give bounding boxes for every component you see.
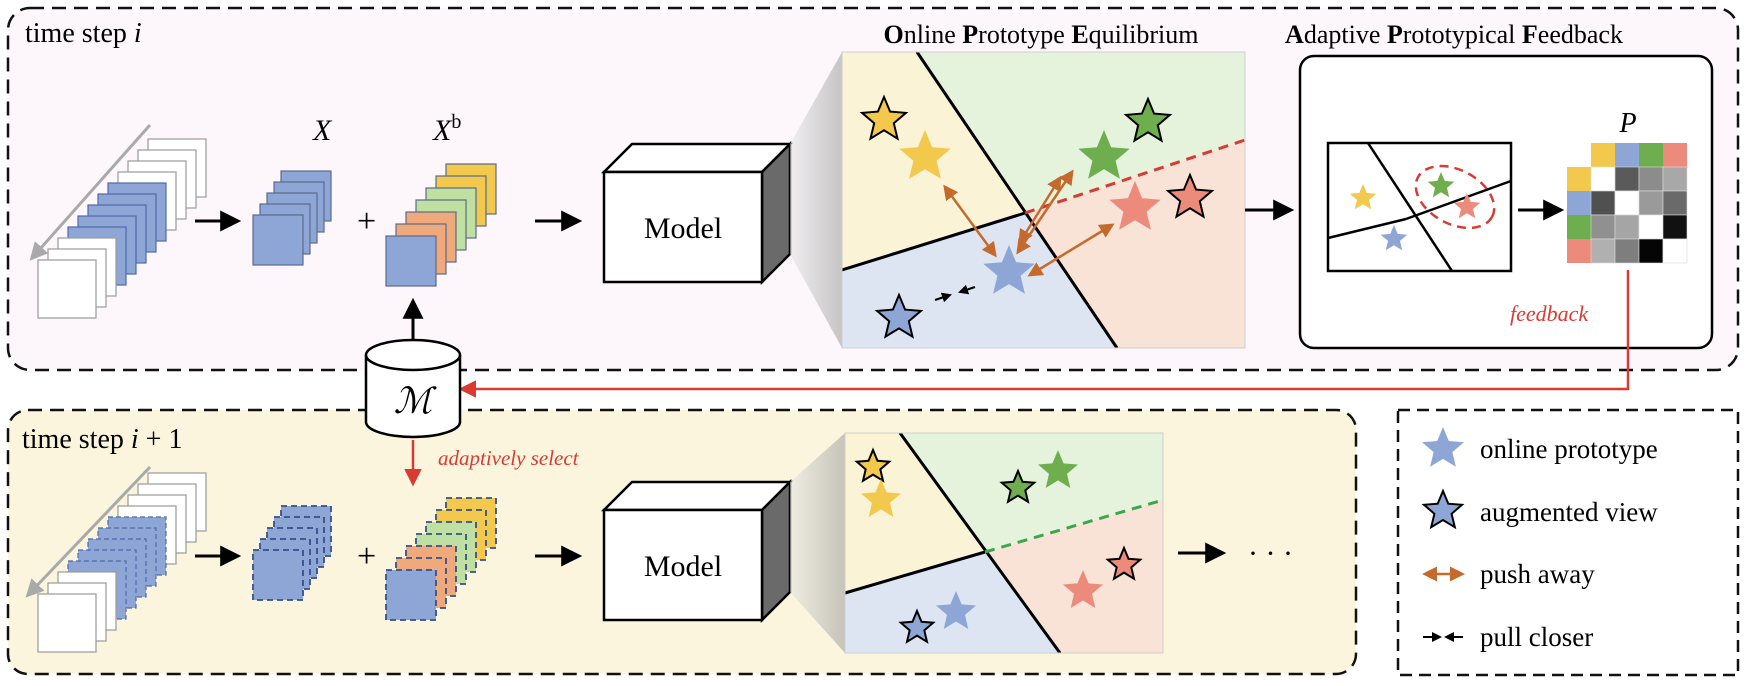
legend-frame	[1396, 408, 1740, 677]
heatmap-col-swatch	[1639, 143, 1663, 167]
ope-star-yellow-aug	[859, 94, 909, 141]
heatmap-cell	[1614, 166, 1640, 192]
xb-sample	[385, 235, 437, 287]
heatmap-cell	[1638, 166, 1664, 192]
pull-arrow-b	[958, 284, 976, 295]
bottom-xb-stack	[385, 497, 497, 621]
top-xb-label: Xb	[432, 111, 461, 147]
heatmap-cell	[1638, 214, 1664, 240]
xb-sample	[385, 569, 437, 621]
bottom-model-box: Model	[600, 478, 794, 624]
legend-online-prototype: online prototype	[1480, 434, 1658, 464]
heatmap-row-swatch	[1567, 167, 1591, 191]
bottom-stream-gray-arrow	[25, 465, 152, 598]
bottom-time-step-label: time step i + 1	[22, 424, 182, 455]
stream-frame	[37, 593, 97, 653]
top-input-stream	[37, 138, 207, 319]
feedback-arrow	[458, 270, 1630, 398]
ope-star-blue-aug	[874, 292, 924, 339]
bottom-zoom-projection	[790, 433, 845, 653]
heatmap-cell	[1590, 238, 1616, 264]
heatmap-row-swatch	[1567, 191, 1591, 215]
top-stream-gray-arrow	[29, 124, 152, 261]
b-star-salmon-aug	[1105, 545, 1143, 581]
ope-star-green-aug	[1123, 96, 1173, 143]
bottom-panel: time step i + 1 + Model	[6, 408, 1358, 676]
heatmap-row-swatch	[1567, 239, 1591, 263]
legend-online-prototype-star	[1422, 427, 1464, 467]
top-plus: +	[357, 203, 376, 240]
apf-red-ellipse	[1414, 164, 1496, 230]
top-model-box: Model	[600, 140, 794, 286]
bottom-input-stream	[37, 472, 207, 653]
apf-star-salmon	[1453, 193, 1481, 219]
feedback-label: feedback	[1510, 301, 1589, 326]
heatmap-p-label: P	[1618, 108, 1636, 139]
heatmap-cell	[1590, 166, 1616, 192]
bottom-model-label: Model	[644, 550, 722, 583]
top-xb-stack	[385, 163, 497, 287]
b-star-green-proto	[1038, 450, 1078, 488]
top-model-label: Model	[644, 212, 722, 245]
b-star-yellow-proto	[861, 479, 901, 517]
legend-pull-closer: pull closer	[1480, 622, 1593, 652]
heatmap-cell	[1638, 190, 1664, 216]
x-sample	[252, 214, 304, 266]
memory-label: ℳ	[394, 381, 437, 421]
stream-frame	[37, 259, 97, 319]
heatmap-col-swatch	[1663, 143, 1687, 167]
apf-title: Adaptive Prototypical Feedback	[1285, 20, 1623, 49]
heatmap-cell	[1590, 190, 1616, 216]
apf-star-yellow	[1349, 184, 1377, 210]
legend-augmented-view-star	[1421, 488, 1465, 530]
top-time-step-label: time step i	[25, 18, 142, 49]
heatmap-cell	[1662, 190, 1688, 216]
heatmap-cell	[1662, 238, 1688, 264]
ope-star-yellow-proto	[899, 130, 951, 179]
heatmap-cell	[1614, 238, 1640, 264]
ope-star-salmon-proto	[1109, 181, 1161, 230]
top-x-label: X	[312, 114, 333, 147]
legend-push-away: push away	[1480, 559, 1595, 589]
bottom-ope-diagram	[844, 432, 1164, 654]
top-zoom-projection	[790, 52, 842, 348]
ope-diagram	[841, 51, 1246, 349]
b-star-salmon-proto	[1063, 570, 1103, 608]
push-arrow-green-salmon	[1018, 175, 1062, 245]
heatmap-cell	[1614, 214, 1640, 240]
legend: online prototype augmented view push awa…	[1396, 408, 1740, 677]
apf-box: P feedback	[1298, 54, 1714, 350]
apf-star-blue	[1380, 225, 1408, 251]
pull-arrow-a	[934, 292, 952, 303]
b-star-yellow-aug	[854, 447, 892, 483]
heatmap-col-swatch	[1615, 143, 1639, 167]
adaptive-select-label: adaptively select	[438, 446, 580, 470]
top-x-stack	[252, 170, 332, 266]
heatmap-cell	[1590, 214, 1616, 240]
b-star-green-aug	[999, 468, 1037, 504]
push-arrow-blue-salmon	[1027, 223, 1115, 277]
ope-title: Online Prototype Equilibrium	[884, 20, 1199, 49]
ope-star-blue-proto	[983, 245, 1035, 294]
bottom-ellipsis: · · ·	[1248, 537, 1293, 570]
x-sample	[252, 549, 304, 601]
heatmap-cell	[1662, 214, 1688, 240]
heatmap-row-swatch	[1567, 215, 1591, 239]
b-star-blue-aug	[898, 608, 936, 644]
bottom-plus: +	[357, 538, 376, 575]
heatmap-col-swatch	[1591, 143, 1615, 167]
heatmap-p	[1567, 143, 1688, 264]
top-panel: time step i X + Xb Model Online Prototyp…	[6, 6, 1740, 372]
ope-star-salmon-aug	[1165, 172, 1215, 219]
heatmap-cell	[1662, 166, 1688, 192]
push-arrow-blue-yellow	[943, 184, 997, 258]
b-star-blue-proto	[936, 591, 976, 629]
heatmap-cell	[1614, 190, 1640, 216]
heatmap-cell	[1638, 238, 1664, 264]
memory-cylinder: ℳ	[364, 338, 462, 439]
legend-augmented-view: augmented view	[1480, 497, 1658, 527]
apf-star-green	[1427, 172, 1455, 198]
bottom-x-stack	[252, 505, 332, 601]
ope-star-green-proto	[1078, 130, 1130, 179]
